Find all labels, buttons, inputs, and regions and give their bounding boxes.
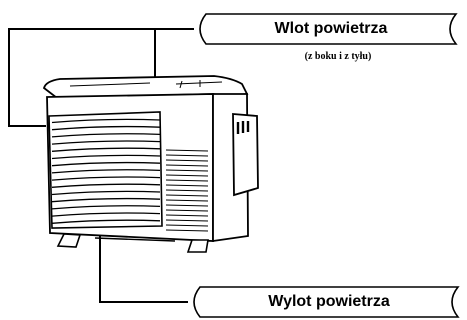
fan-grille	[48, 111, 163, 229]
fan-grille-bar	[51, 154, 161, 160]
foot-left	[56, 233, 82, 248]
panel-louvre	[165, 219, 209, 222]
pipe-connection-box	[232, 113, 259, 197]
fan-grille-bar	[51, 147, 161, 152]
fan-grille-bar	[51, 125, 161, 131]
lid-details	[69, 80, 223, 89]
inlet-callout-bubble	[199, 13, 458, 45]
unit-top-lid	[42, 75, 249, 99]
panel-louvre	[165, 224, 209, 227]
fan-grille-bar	[51, 118, 161, 124]
panel-louvre	[165, 154, 209, 157]
panel-louvre	[165, 214, 209, 217]
panel-louvre	[165, 184, 209, 187]
panel-louvre	[165, 204, 209, 207]
fan-grille-bar	[51, 205, 161, 210]
air-inlet-sublabel: (z boku i z tyłu)	[304, 51, 372, 62]
outlet-leader-line	[99, 220, 188, 303]
panel-louvre	[165, 194, 209, 197]
air-inlet-label: Wlot powietrza	[274, 20, 388, 37]
fan-grille-bar	[51, 190, 161, 196]
fan-grille-bar	[51, 161, 161, 167]
fan-grille-bar	[51, 169, 161, 174]
fan-grille-bar	[51, 140, 161, 145]
fan-grille-bar	[51, 176, 161, 181]
foot-right	[186, 239, 209, 253]
fan-grille-bar	[51, 197, 161, 203]
air-outlet-label: Wylot powietrza	[268, 293, 390, 310]
fan-grille-bar	[51, 219, 161, 224]
unit-feet	[56, 233, 209, 253]
panel-louvre	[165, 199, 209, 202]
front-panel-louvres	[165, 149, 209, 232]
fan-grille-bar	[51, 133, 161, 138]
side-connection-detail	[236, 121, 250, 134]
panel-louvre	[165, 164, 209, 167]
fan-grille-bar	[51, 183, 161, 188]
outlet-callout-bubble	[193, 286, 460, 318]
panel-louvre	[165, 179, 209, 182]
panel-louvre	[165, 229, 209, 232]
panel-louvre	[165, 189, 209, 192]
panel-louvre	[165, 169, 209, 172]
panel-louvre	[165, 149, 209, 152]
fan-grille-bar	[51, 212, 161, 217]
panel-louvre	[165, 209, 209, 212]
panel-louvre	[165, 174, 209, 177]
panel-louvre	[165, 159, 209, 162]
